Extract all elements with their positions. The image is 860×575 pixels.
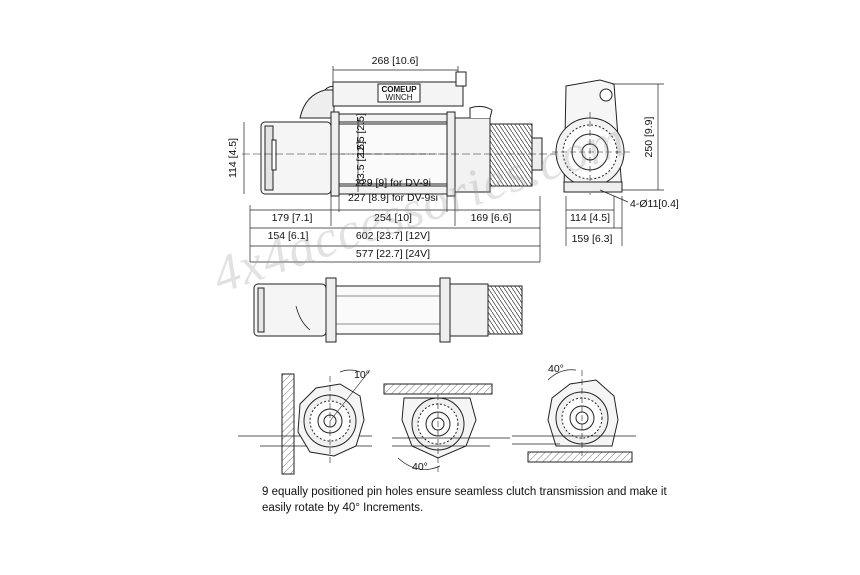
dim-drum-len: 254 [10] <box>374 212 412 224</box>
dim-total-12v: 602 [23.7] [12V] <box>356 230 430 242</box>
rotation-view-wall <box>238 369 372 475</box>
dim-bolt-holes: 4-Ø11[0.4] <box>630 198 679 210</box>
dim-side-height: 250 [9.9] <box>643 116 655 157</box>
dim-mount-width: 114 [4.5] <box>570 212 610 224</box>
angle-10: 10° <box>354 369 370 381</box>
dim-motor-len: 179 [7.1] <box>272 212 313 224</box>
caption-text: 9 equally positioned pin holes ensure se… <box>262 486 667 514</box>
rotation-view-ceiling <box>383 383 510 472</box>
rotation-view-floor <box>512 369 636 463</box>
angle-40-ceiling: 40° <box>412 461 428 473</box>
top-view <box>253 277 523 343</box>
dim-drum-dia: 63.5 [2.5] <box>355 141 367 185</box>
dim-height-left: 114 [4.5] <box>227 138 239 178</box>
side-view <box>552 79 664 246</box>
dim-top-width: 268 [10.6] <box>372 55 419 67</box>
side-view-labels: 250 [9.9] 4-Ø11[0.4] 114 [4.5] 159 [6.3] <box>570 116 679 245</box>
dim-dv9i: 229 [9] for DV-9i <box>355 177 431 189</box>
front-view: COMEUP WINCH <box>242 66 556 263</box>
dim-side-width: 159 [6.3] <box>572 233 613 245</box>
dim-gap-upper: 12.5 [2.5] <box>355 113 367 157</box>
dim-total-24v: 577 [22.7] [24V] <box>356 248 430 260</box>
front-view-labels: 268 [10.6] 114 [4.5] 12.5 [2.5] 63.5 [2.… <box>227 55 512 260</box>
dim-gear-len: 169 [6.6] <box>471 212 512 224</box>
angle-40-floor: 40° <box>548 363 564 375</box>
dim-motor-len-b: 154 [6.1] <box>268 230 309 242</box>
brand-line1: COMEUP <box>381 85 417 94</box>
rotation-angle-labels: 10° 40° 40° <box>354 363 564 473</box>
brand-line2: WINCH <box>385 93 412 102</box>
dim-dv9si: 227 [8.9] for DV-9si <box>348 192 438 204</box>
